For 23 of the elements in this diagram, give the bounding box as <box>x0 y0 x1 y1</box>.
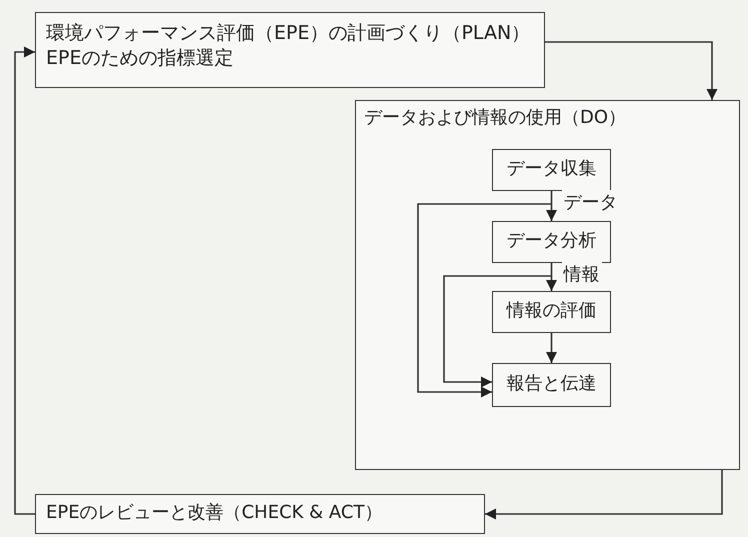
node-text: EPEのレビューと改善（CHECK & ACT） <box>46 501 384 524</box>
node-text: 報告と伝達 <box>506 372 598 396</box>
body-text: EPEのための指標選定 <box>46 46 234 70</box>
process-box <box>35 494 485 534</box>
heading-text: 環境パフォーマンス評価（EPE）の計画づくり（PLAN） <box>46 21 532 46</box>
arrow <box>443 275 552 388</box>
process-group-box <box>355 100 740 470</box>
arrow <box>546 191 557 221</box>
arrow <box>546 263 557 291</box>
node-text: データ収集 <box>506 157 598 180</box>
step-box <box>492 221 611 263</box>
arrow <box>14 46 35 515</box>
arrow <box>545 41 718 100</box>
arrow <box>546 333 557 363</box>
step-box <box>492 363 611 407</box>
node-text: データおよび情報の使用（DO） <box>364 106 628 130</box>
arrow <box>417 203 552 398</box>
node-text: 情報の評価 <box>505 299 598 322</box>
step-box <box>492 149 611 191</box>
step-box <box>492 291 611 333</box>
node-text: データ分析 <box>506 229 598 252</box>
arrow <box>485 470 723 520</box>
process-box <box>35 12 545 88</box>
